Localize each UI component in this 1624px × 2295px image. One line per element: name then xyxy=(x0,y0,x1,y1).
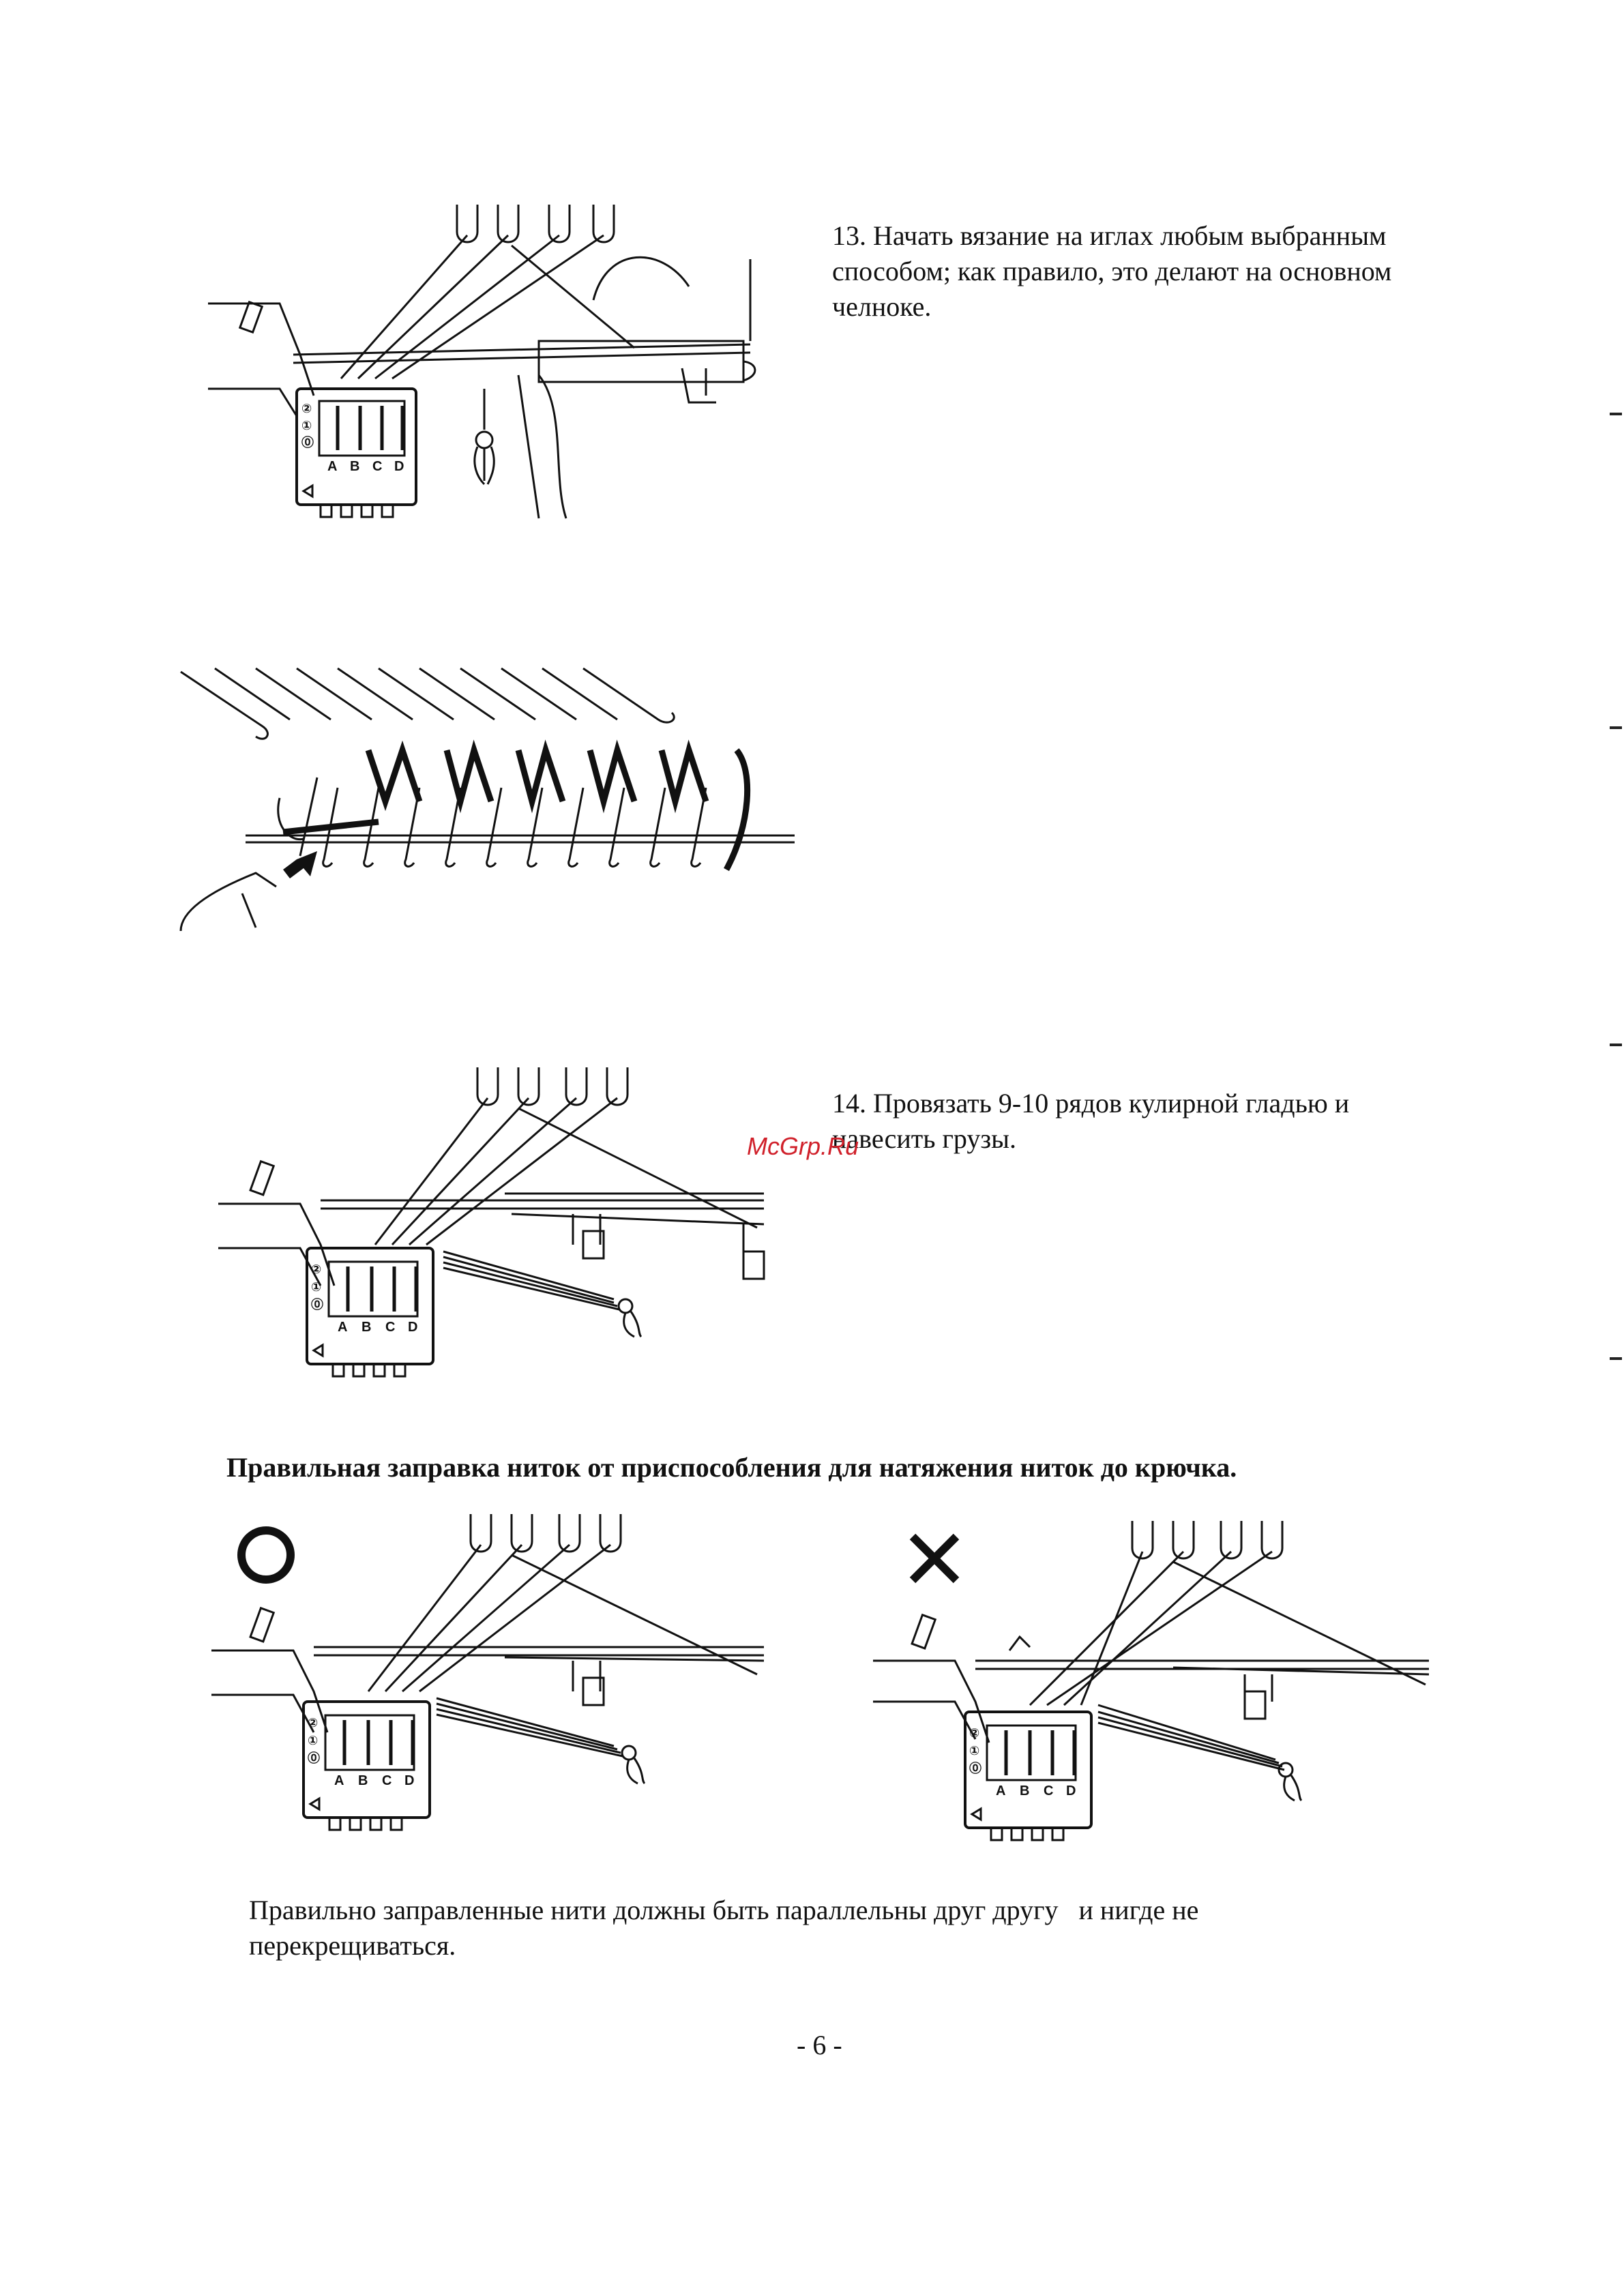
step-14-line: 14. Провязать 9-10 рядов кулирной гладью… xyxy=(832,1088,1350,1119)
panel-letter-a: A xyxy=(996,1783,1005,1798)
panel-position-0: ⓪ xyxy=(311,1297,323,1312)
panel-letter-b: B xyxy=(1020,1783,1029,1798)
figure-correct-threading: ② ① ⓪ A B C D xyxy=(211,1514,771,1841)
panel-letter-c: C xyxy=(372,459,382,474)
figure-step-13: ② ① ⓪ A B C D xyxy=(157,205,771,532)
panel-letter-b: B xyxy=(358,1773,368,1788)
threading-note-line: Правильно заправленные нити должны быть … xyxy=(249,1895,1199,1925)
edge-mark xyxy=(1610,1043,1622,1046)
panel-position-0: ⓪ xyxy=(969,1761,981,1775)
page-number: - 6 - xyxy=(797,2030,842,2060)
step-14-text: 14. Провязать 9-10 рядов кулирной гладью… xyxy=(832,1086,1548,1157)
panel-letter-d: D xyxy=(408,1320,417,1335)
panel-letter-b: B xyxy=(350,459,359,474)
step-13-line: способом; как правило, это делают на осн… xyxy=(832,256,1392,286)
panel-letter-a: A xyxy=(338,1320,347,1335)
edge-mark xyxy=(1610,1357,1622,1360)
step-13-line: 13. Начать вязание на иглах любым выбран… xyxy=(832,220,1387,251)
panel-letter-c: C xyxy=(382,1773,392,1788)
step-13-line: челноке. xyxy=(832,291,932,322)
panel-letter-c: C xyxy=(1044,1783,1053,1798)
panel-position-2: ② xyxy=(308,1716,318,1730)
panel-position-1: ① xyxy=(311,1280,321,1294)
panel-letter-a: A xyxy=(327,459,337,474)
panel-position-2: ② xyxy=(969,1726,979,1740)
figure-step-14: ② ① ⓪ A B C D xyxy=(218,1067,778,1395)
step-14-line: навесить грузы. xyxy=(832,1123,1016,1154)
panel-position-0: ⓪ xyxy=(308,1751,320,1765)
edge-mark xyxy=(1610,726,1622,729)
panel-position-2: ② xyxy=(311,1262,321,1276)
panel-position-1: ① xyxy=(301,419,312,432)
wrong-mark-icon xyxy=(907,1531,962,1586)
panel-letter-d: D xyxy=(1066,1783,1076,1798)
edge-mark xyxy=(1610,413,1622,415)
panel-letter-c: C xyxy=(385,1320,395,1335)
panel-position-1: ① xyxy=(969,1744,979,1758)
figure-wrong-threading: ② ① ⓪ A B C D xyxy=(873,1521,1439,1848)
panel-letter-a: A xyxy=(334,1773,344,1788)
panel-position-1: ① xyxy=(308,1734,318,1747)
correct-mark-icon xyxy=(235,1524,297,1586)
threading-note-line: перекрещиваться. xyxy=(249,1930,456,1961)
figure-loops-on-needles xyxy=(181,668,795,941)
panel-letter-d: D xyxy=(394,459,404,474)
threading-note: Правильно заправленные нити должны быть … xyxy=(249,1893,1477,1964)
panel-letter-d: D xyxy=(404,1773,414,1788)
watermark: McGrp.Ru xyxy=(747,1132,859,1160)
panel-position-0: ⓪ xyxy=(301,435,314,449)
panel-letter-b: B xyxy=(361,1320,371,1335)
section-heading: Правильная заправка ниток от приспособле… xyxy=(226,1452,1237,1483)
step-13-text: 13. Начать вязание на иглах любым выбран… xyxy=(832,218,1548,325)
panel-position-2: ② xyxy=(301,402,312,415)
